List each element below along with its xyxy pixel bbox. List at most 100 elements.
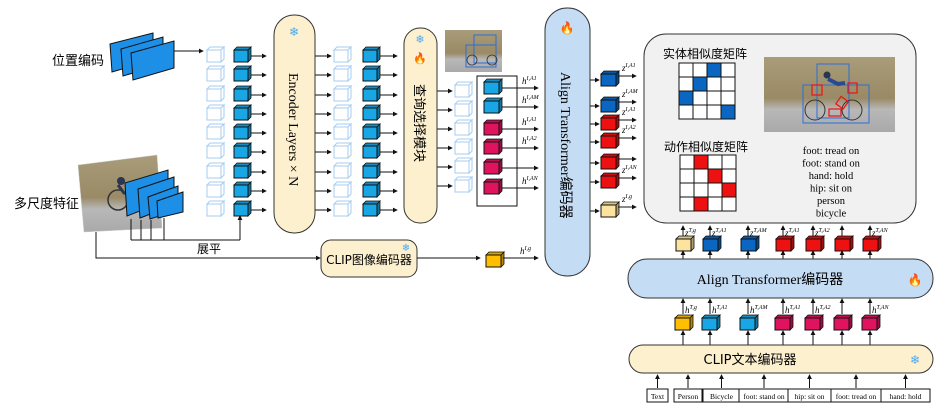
aligned-image-token [600,201,620,218]
aligned-text-token [775,235,795,252]
candidate-query-token [453,99,474,118]
text-feature-token [804,314,824,331]
matrix-cell [707,182,723,198]
encoded-outline-token [332,84,353,103]
result-label: foot: tread on [803,146,860,157]
text-input-box: foot: tread on [830,388,882,403]
aligned-text-token [702,235,722,252]
matrix-cell [720,62,736,78]
matrix-cell [679,196,695,212]
flatten-label: 展平 [197,242,221,256]
candidate-query-token [453,137,474,156]
text-feature-token [833,314,853,331]
position-encoding-group: 位置编码 [52,32,204,81]
aligned-image-token [600,132,620,149]
text-input-label: Bicycle [710,392,734,401]
encoder-layers-label: Encoder Layers × N [285,73,300,186]
detection-thumbnail [445,30,502,72]
matrix-cell [693,196,709,212]
text-feature-label: hT,A2 [815,305,831,315]
text-input-label: foot: stand on [743,392,784,401]
positional-token [205,180,226,199]
aligned-text-label: zT,AM [749,228,768,238]
positional-token [205,103,226,122]
aligned-token-label: zI,A1 [621,107,636,117]
text-input-label: Text [651,392,665,401]
matrix-cell [706,90,722,106]
aligned-text-label: zT,g [684,228,696,238]
result-label: hand: hold [809,171,854,182]
text-input-label: foot: tread on [836,392,877,401]
text-feature-label: hT,A1 [785,305,801,315]
result-label: foot: stand on [802,159,860,170]
aligned-image-token [600,153,620,170]
aligned-text-label: zT,A1 [784,228,800,238]
matrix-cell [707,168,723,184]
feature-token [233,104,252,121]
image-global-cube [485,251,505,268]
text-input-box: Person [673,388,703,403]
selected-query-token [483,78,503,95]
selected-query-token [483,119,503,136]
clip-image-encoder-label: CLIP图像编码器 [326,252,412,267]
aligned-text-token [740,235,760,252]
align-transformer-vertical-block: 🔥 Align Transformer编码器 [544,7,591,277]
text-feature-label: hT,A1 [712,305,728,315]
encoded-outline-token [332,180,353,199]
text-feature-token [774,314,794,331]
encoded-token [362,162,381,179]
query-token-label: hI,A2 [522,136,537,146]
positional-token [205,84,226,103]
feature-token [233,142,252,159]
matrix-cell [693,168,709,184]
text-input-box: Bicycle [702,388,741,403]
matrix-cell [693,182,709,198]
feature-token [233,123,252,140]
matrix-cell [692,104,708,120]
query-token-label: hI,AN [522,176,539,186]
encoded-token [362,181,381,198]
selected-queries-box [476,75,518,207]
encoded-token [362,65,381,82]
encoded-outline-token [332,161,353,180]
aligned-text-token [834,235,854,252]
flame-icon: 🔥 [413,52,427,65]
matrix-cell [721,168,737,184]
text-feature-token [861,314,881,331]
text-feature-token [674,314,694,331]
multiscale-features-label: 多尺度特征 [14,196,79,212]
aligned-text-token [805,235,825,252]
clip-text-encoder-label: CLIP文本编码器 [704,353,797,368]
aligned-image-token [600,70,620,87]
aligned-text-token [675,235,695,252]
matrix-cell [678,62,694,78]
matrix-cell [679,168,695,184]
matrix-cell [707,196,723,212]
matrix-cell [692,90,708,106]
query-selection-label: 查询选择模块 [411,84,426,162]
positional-token [205,64,226,83]
positional-token [205,45,226,64]
matrix-cell [678,104,694,120]
aligned-token-label: zI,g [621,194,632,204]
align-transformer-vertical-label: Align Transformer编码器 [557,72,573,219]
matrix-cell [706,62,722,78]
encoded-outline-token [332,103,353,122]
result-label: person [817,196,846,207]
matrix-cell [679,154,695,170]
candidate-query-token [453,156,474,175]
matrix-cell [721,154,737,170]
aligned-token-label: zI,AM [621,89,639,99]
encoded-token [362,123,381,140]
matrix-cell [720,104,736,120]
text-input-box: hip: sit on [787,388,832,403]
positional-token [205,199,226,218]
positional-token [205,161,226,180]
image-to-clip-line [95,232,321,261]
encoded-token [362,142,381,159]
aligned-text-label: zT,A1 [711,228,727,238]
encoded-outline-token [332,45,353,64]
matrix-cell [721,182,737,198]
